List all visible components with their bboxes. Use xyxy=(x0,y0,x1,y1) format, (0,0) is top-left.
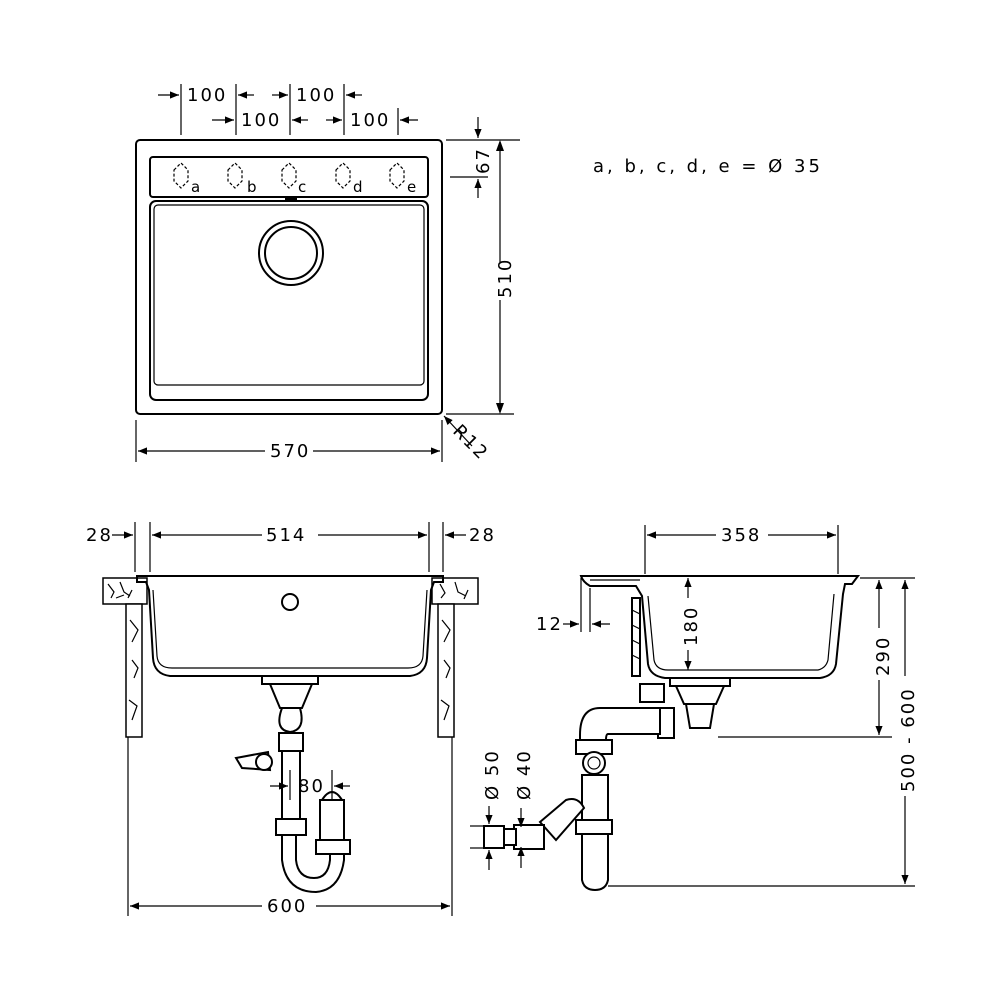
side-plumbing xyxy=(483,677,731,892)
svg-text:c: c xyxy=(298,178,306,196)
overflow-hole xyxy=(281,593,299,611)
dim-pipe-diameters: Ø 50 Ø 40 xyxy=(470,749,535,870)
drain-circle xyxy=(258,220,324,286)
front-view: 28 514 28 xyxy=(86,522,496,917)
svg-text:12: 12 xyxy=(536,614,563,635)
svg-text:180: 180 xyxy=(681,606,702,646)
dim-hole-spacing-bottom: 100 100 xyxy=(212,110,418,131)
cabinet-wall-left xyxy=(125,603,143,738)
dim-hole-spacing-top: 100 100 xyxy=(158,84,399,135)
svg-text:514: 514 xyxy=(266,525,306,546)
bowl-outline xyxy=(149,200,429,401)
dim-install-height: 500 - 600 xyxy=(608,577,919,887)
svg-text:80: 80 xyxy=(298,776,325,797)
svg-text:500 - 600: 500 - 600 xyxy=(898,687,919,792)
tap-hole-b: b xyxy=(227,162,257,196)
svg-text:b: b xyxy=(247,178,257,196)
sink-outline xyxy=(135,139,443,415)
svg-text:358: 358 xyxy=(721,525,761,546)
dim-width: 570 xyxy=(135,420,443,462)
dim-label: 100 xyxy=(241,110,281,131)
svg-text:570: 570 xyxy=(270,441,310,462)
svg-text:600: 600 xyxy=(267,896,307,917)
tap-hole-a: a xyxy=(173,162,200,196)
dim-label: 100 xyxy=(350,110,390,131)
svg-text:290: 290 xyxy=(873,636,894,676)
tap-hole-c: c xyxy=(281,162,306,196)
top-view: a b c d e 100 100 xyxy=(135,84,520,465)
dim-drain-height: 290 xyxy=(718,577,894,738)
tap-hole-d: d xyxy=(335,162,363,196)
svg-text:a: a xyxy=(191,178,200,196)
dim-bowl-depth: 180 xyxy=(681,578,702,670)
svg-text:28: 28 xyxy=(86,525,113,546)
svg-text:28: 28 xyxy=(469,525,496,546)
dim-label: 100 xyxy=(187,85,227,106)
dim-label: 100 xyxy=(296,85,336,106)
dim-front-top: 28 514 28 xyxy=(86,522,496,572)
drain-trap xyxy=(234,675,351,894)
side-view: 358 xyxy=(470,525,919,892)
dim-tap-ledge: 67 xyxy=(446,117,520,198)
dim-corner-radius: R12 xyxy=(443,415,493,465)
svg-text:510: 510 xyxy=(495,258,516,298)
dim-depth: 510 xyxy=(446,140,516,415)
hole-diameter-note: a, b, c, d, e = Ø 35 xyxy=(593,156,823,177)
tap-hole-e: e xyxy=(389,162,416,196)
svg-text:e: e xyxy=(407,178,416,196)
dim-lip: 12 xyxy=(536,578,610,635)
svg-text:Ø 40: Ø 40 xyxy=(514,749,535,800)
dim-cabinet-width: 600 xyxy=(127,737,453,917)
dim-outlet-offset: 80 xyxy=(270,770,350,800)
sink-profile xyxy=(579,575,860,679)
dim-bowl-length: 358 xyxy=(644,525,839,574)
sink-body xyxy=(136,575,444,677)
svg-text:67: 67 xyxy=(473,147,494,174)
cabinet-wall-right xyxy=(437,603,455,738)
svg-text:d: d xyxy=(353,178,363,196)
svg-text:Ø 50: Ø 50 xyxy=(482,749,503,800)
